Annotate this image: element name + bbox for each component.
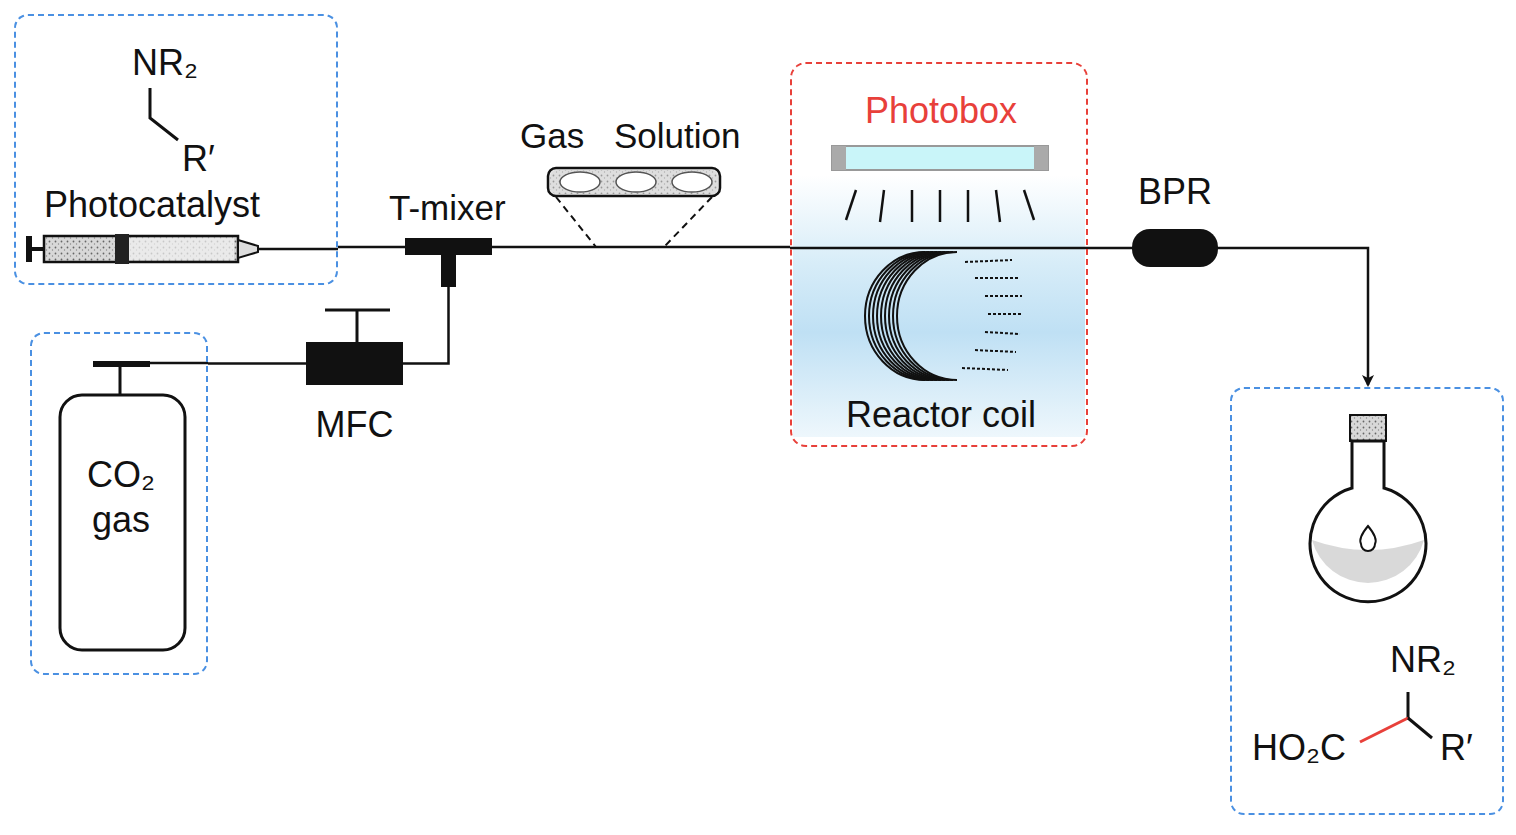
mfc-knob [325, 310, 390, 342]
gas-label: Gas [520, 116, 584, 156]
reagent-panel: NR₂ R′ Photocatalyst [14, 14, 338, 285]
node-text: Reactor coil [792, 394, 1090, 435]
flow-line [1218, 248, 1368, 385]
product-panel: NR₂ HO₂C R′ [1230, 387, 1504, 815]
t-mixer: T-mixer [405, 238, 492, 287]
flow-line [1088, 247, 1132, 250]
flow-line [403, 287, 449, 364]
gas-panel: CO₂ gas [30, 332, 208, 675]
flow-line [492, 246, 790, 249]
node-text: NR₂ [132, 42, 198, 83]
flow-line [208, 362, 306, 365]
node-text: BPR [1112, 171, 1238, 212]
light-rays [846, 190, 1034, 222]
segmented-flow-tube [548, 168, 720, 247]
node-text: Photobox [792, 90, 1090, 131]
coil-hatch [962, 260, 1022, 370]
node-text: CO₂ gas [66, 452, 176, 542]
solution-label: Solution [614, 116, 740, 156]
mixer-shape [405, 238, 492, 287]
node-text: Photocatalyst [44, 184, 260, 225]
gas-cylinder [60, 363, 208, 650]
back-pressure-regulator: BPR [1132, 229, 1218, 267]
node-text: HO₂C [1252, 727, 1346, 768]
node-text: R′ [182, 138, 215, 179]
node-text: R′ [1440, 727, 1473, 768]
flow-line [338, 246, 405, 249]
photoreactor-panel: PhotoboxReactor coil [790, 62, 1088, 447]
node-text: NR₂ [1390, 639, 1456, 680]
mass-flow-controller: MFC [306, 342, 403, 385]
lamp [832, 146, 1048, 170]
round-bottom-flask [1310, 415, 1426, 602]
node-text: T-mixer [389, 188, 506, 228]
node-text: MFC [281, 404, 428, 445]
reactor-coil [865, 252, 957, 380]
syringe [26, 234, 338, 264]
